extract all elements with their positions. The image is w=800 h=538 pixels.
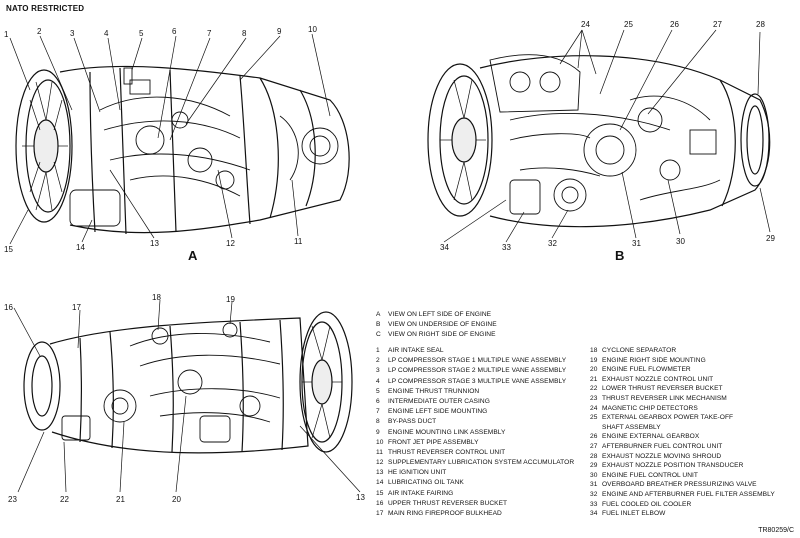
callout-a-3: 3	[70, 29, 75, 38]
view-letter-a: A	[188, 248, 198, 263]
callout-c-19: 19	[226, 295, 235, 304]
view-letter-b: B	[615, 248, 625, 263]
engine-underside-drawing	[427, 29, 771, 243]
callout-b-33: 33	[502, 243, 511, 252]
callout-c-22: 22	[60, 495, 69, 504]
callout-b-32: 32	[548, 239, 557, 248]
callout-c-16: 16	[4, 303, 13, 312]
callout-b-29: 29	[766, 234, 775, 243]
callout-a-8: 8	[242, 29, 247, 38]
callout-b-27: 27	[713, 20, 722, 29]
callout-b-34: 34	[440, 243, 449, 252]
callout-a-1: 1	[4, 30, 9, 39]
engine-left-side-drawing	[9, 33, 350, 245]
callout-c-13: 13	[356, 493, 365, 502]
callout-c-23: 23	[8, 495, 17, 504]
callout-b-25: 25	[624, 20, 633, 29]
callout-a-2: 2	[37, 27, 42, 36]
security-marking: NATO RESTRICTED	[6, 4, 85, 13]
callout-a-6: 6	[172, 27, 177, 36]
callout-a-4: 4	[104, 29, 109, 38]
engine-right-side-drawing	[13, 299, 361, 493]
callout-c-20: 20	[172, 495, 181, 504]
callout-b-31: 31	[632, 239, 641, 248]
callout-a-14: 14	[76, 243, 85, 252]
callout-b-24: 24	[581, 20, 590, 29]
callout-c-17: 17	[72, 303, 81, 312]
callout-b-26: 26	[670, 20, 679, 29]
callout-c-21: 21	[116, 495, 125, 504]
callout-a-15: 15	[4, 245, 13, 254]
callout-a-10: 10	[308, 25, 317, 34]
callout-a-5: 5	[139, 29, 144, 38]
callout-a-13: 13	[150, 239, 159, 248]
callout-a-7: 7	[207, 29, 212, 38]
callout-a-9: 9	[277, 27, 282, 36]
legend-item: SHAFT ASSEMBLY	[602, 423, 661, 431]
figure-reference: TR80259/C	[758, 527, 794, 534]
callout-b-30: 30	[676, 237, 685, 246]
callout-a-12: 12	[226, 239, 235, 248]
callout-c-18: 18	[152, 293, 161, 302]
callout-b-28: 28	[756, 20, 765, 29]
callout-a-11: 11	[294, 237, 303, 246]
